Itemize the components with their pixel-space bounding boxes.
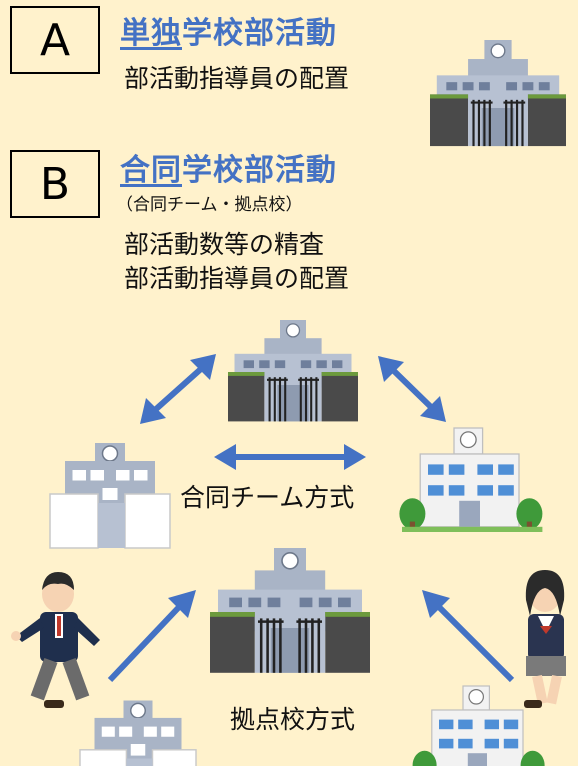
- school-white-icon-hub: [79, 699, 197, 766]
- section-b-title-underlined: 合同: [120, 153, 182, 188]
- team-method-label: 合同チーム方式: [178, 478, 357, 514]
- section-a-badge: A: [10, 6, 100, 74]
- section-a-body: 部活動指導員の配置: [124, 64, 350, 93]
- section-b-title-rest: 学校部活動: [182, 153, 337, 188]
- hub-arrows: [107, 590, 515, 683]
- school-tree-icon-hub: [411, 685, 546, 766]
- section-b-title: 合同学校部活動: [120, 145, 337, 189]
- section-b-body-line1: 部活動数等の精査: [124, 230, 325, 259]
- section-b-body-line2: 部活動指導員の配置: [124, 264, 350, 293]
- section-a-title-rest: 学校部活動: [182, 16, 337, 51]
- boy-student-icon: [11, 572, 100, 708]
- section-b-badge: B: [10, 150, 100, 218]
- hub-method-label: 拠点校方式: [228, 700, 358, 736]
- bidirectional-arrows: [140, 354, 446, 470]
- school-tree-icon-team: [398, 427, 544, 533]
- section-b-note: （合同チーム・拠点校）: [116, 195, 303, 215]
- school-white-icon-team: [49, 442, 171, 549]
- school-gate-icon-hub: [208, 546, 372, 675]
- school-gate-icon-team: [226, 318, 360, 423]
- school-gate-icon-a: [428, 38, 568, 148]
- section-a-title-underlined: 単独: [120, 16, 182, 51]
- section-a-title: 単独学校部活動: [120, 8, 337, 52]
- girl-student-icon: [524, 570, 566, 708]
